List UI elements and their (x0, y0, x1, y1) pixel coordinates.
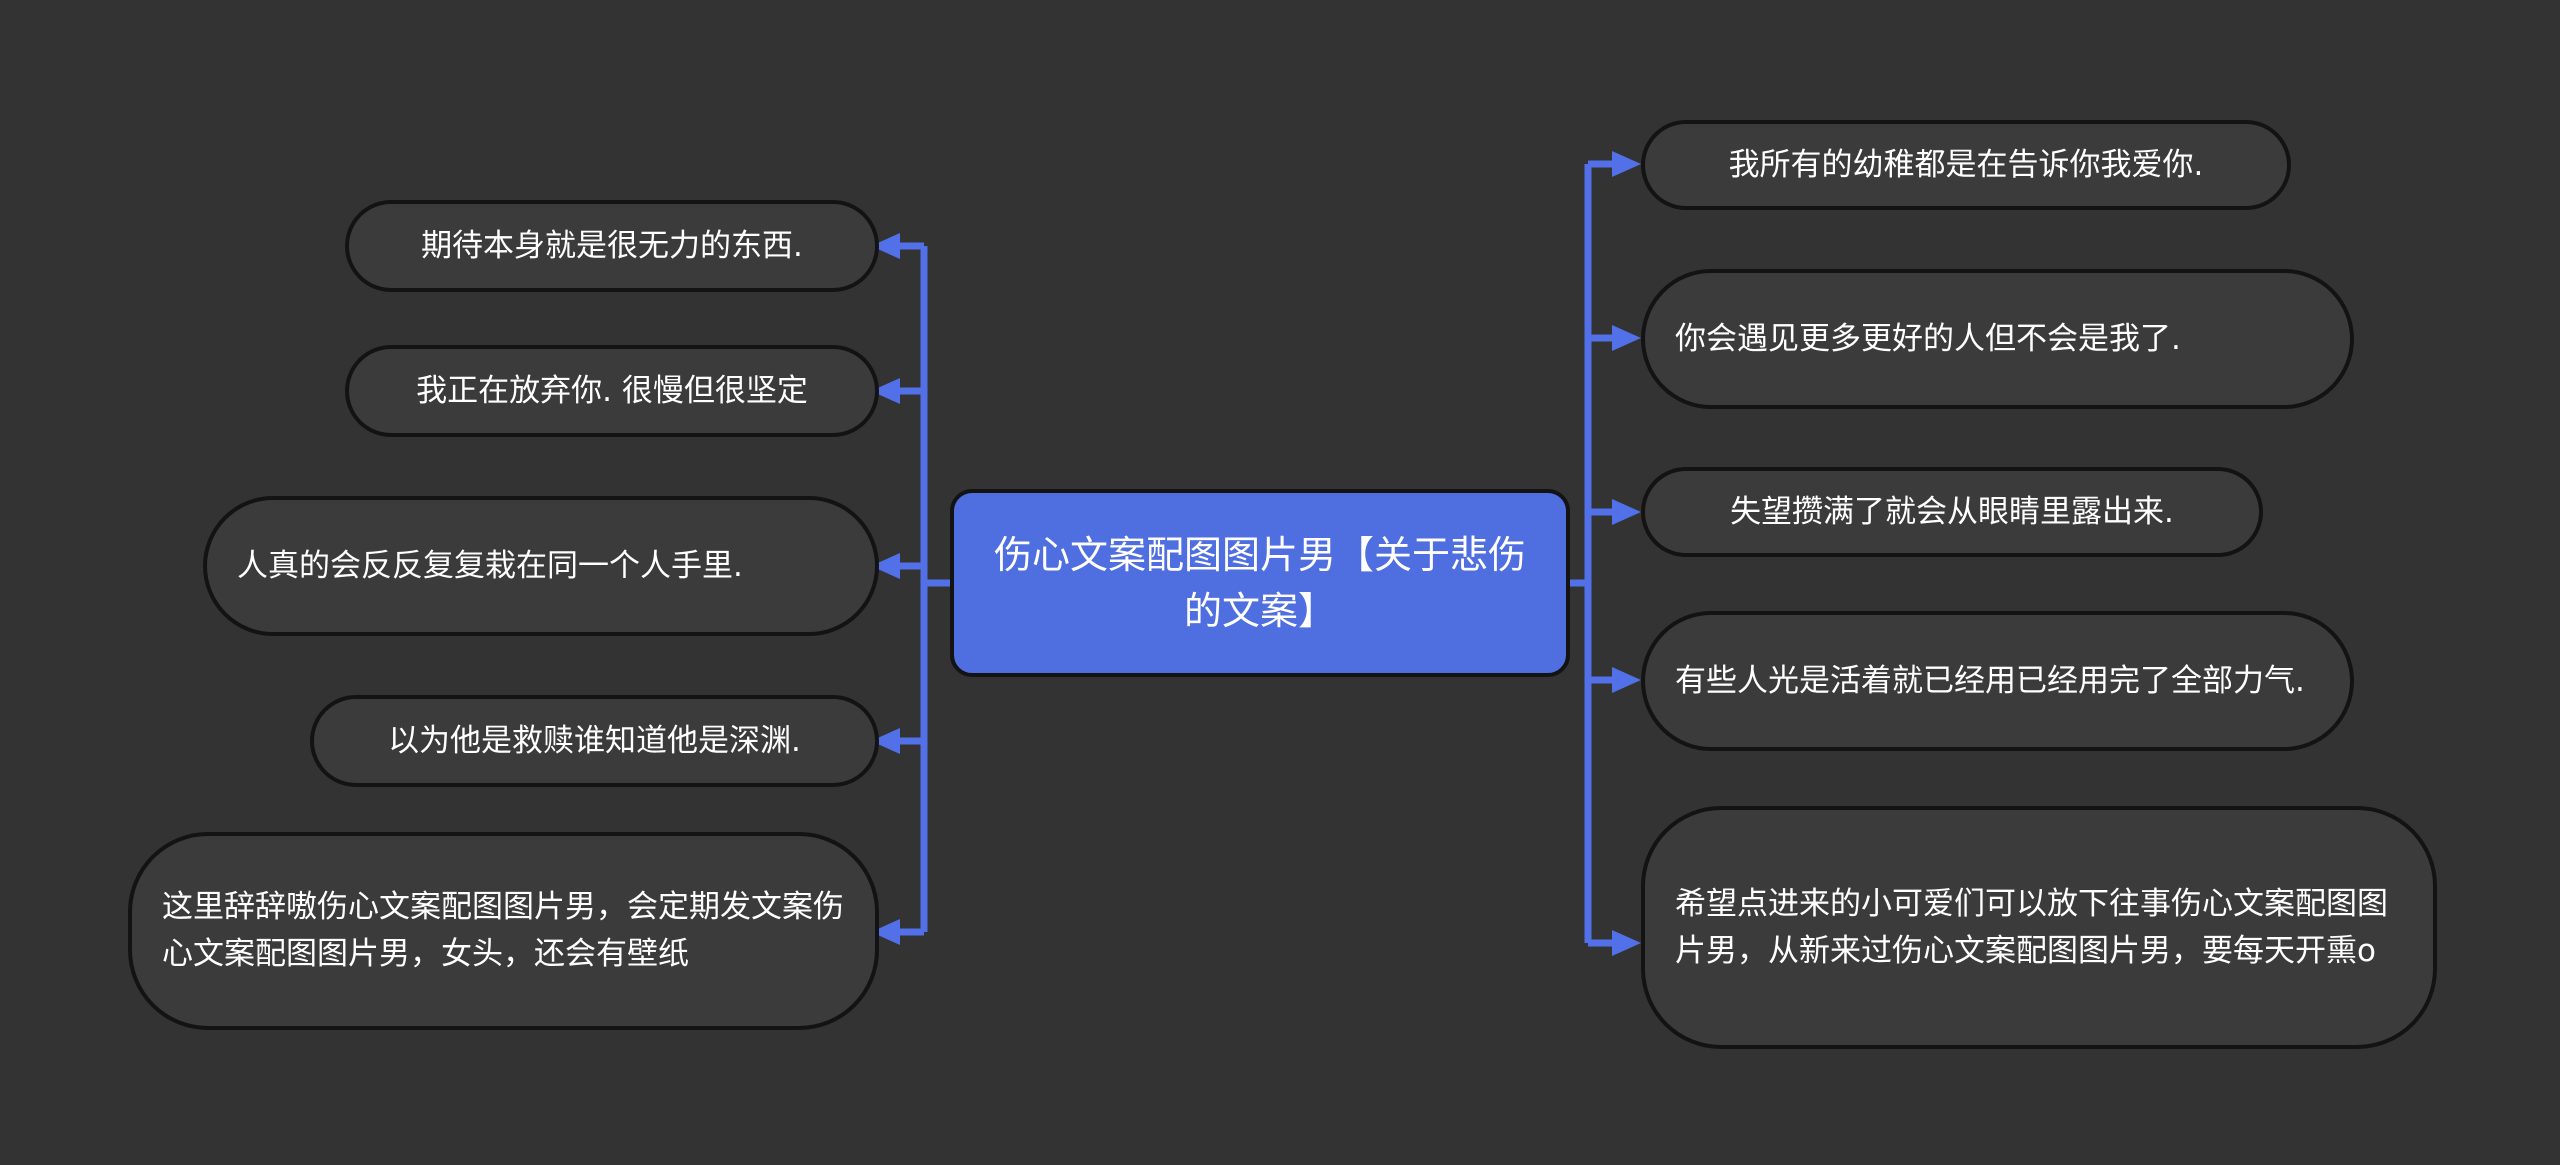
right-node-2[interactable]: 你会遇见更多更好的人但不会是我了. (1641, 269, 2354, 409)
left-node-3[interactable]: 人真的会反反复复栽在同一个人手里. (203, 496, 879, 636)
right-node-1[interactable]: 我所有的幼稚都是在告诉你我爱你. (1641, 120, 2291, 210)
left-node-1[interactable]: 期待本身就是很无力的东西. (345, 200, 879, 292)
left-node-1-label: 期待本身就是很无力的东西. (421, 227, 803, 264)
right-node-3[interactable]: 失望攒满了就会从眼睛里露出来. (1641, 467, 2263, 557)
left-node-5[interactable]: 这里辞辞嗷伤心文案配图图片男，会定期发文案伤心文案配图图片男，女头，还会有壁纸 (128, 832, 879, 1030)
left-node-2[interactable]: 我正在放弃你. 很慢但很坚定 (345, 345, 879, 437)
right-node-1-label: 我所有的幼稚都是在告诉你我爱你. (1728, 146, 2204, 183)
right-arrow-2-icon (1612, 325, 1641, 351)
right-node-4-label: 有些人光是活着就已经用已经用完了全部力气. (1675, 662, 2305, 699)
right-node-5[interactable]: 希望点进来的小可爱们可以放下往事伤心文案配图图片男，从新来过伤心文案配图图片男，… (1641, 806, 2437, 1049)
right-arrow-4-icon (1612, 667, 1641, 693)
right-node-5-label: 希望点进来的小可爱们可以放下往事伤心文案配图图片男，从新来过伤心文案配图图片男，… (1675, 885, 2388, 969)
left-node-4-label: 以为他是救赎谁知道他是深渊. (388, 722, 801, 759)
left-node-3-label: 人真的会反反复复栽在同一个人手里. (237, 547, 743, 584)
right-node-4[interactable]: 有些人光是活着就已经用已经用完了全部力气. (1641, 611, 2354, 751)
right-arrow-3-icon (1612, 499, 1641, 525)
central-topic-node[interactable]: 伤心文案配图图片男【关于悲伤的文案】 (950, 489, 1570, 677)
left-node-4[interactable]: 以为他是救赎谁知道他是深渊. (310, 695, 879, 787)
central-topic-label: 伤心文案配图图片男【关于悲伤的文案】 (993, 533, 1526, 633)
right-arrow-5-icon (1612, 930, 1641, 956)
right-node-3-label: 失望攒满了就会从眼睛里露出来. (1730, 493, 2174, 530)
left-node-2-label: 我正在放弃你. 很慢但很坚定 (416, 372, 808, 409)
right-node-2-label: 你会遇见更多更好的人但不会是我了. (1675, 320, 2181, 357)
left-node-5-label: 这里辞辞嗷伤心文案配图图片男，会定期发文案伤心文案配图图片男，女头，还会有壁纸 (162, 889, 844, 972)
right-arrow-1-icon (1612, 151, 1641, 177)
